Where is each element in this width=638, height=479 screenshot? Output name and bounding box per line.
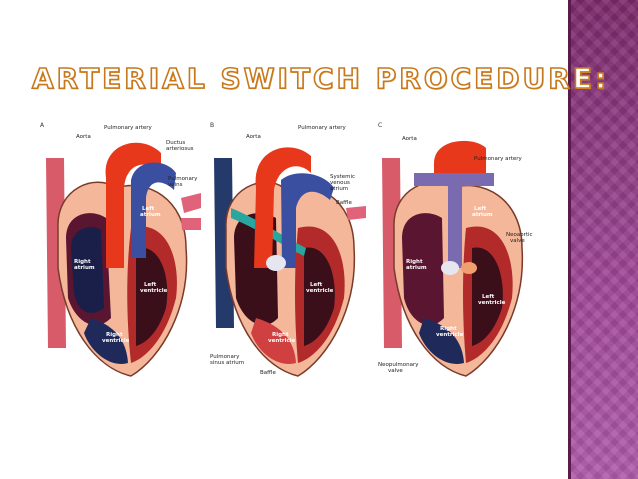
panel-letter-a: A bbox=[40, 122, 45, 129]
heart-panel-c: C Aorta Pulmonary artery Left atrium Neo… bbox=[374, 118, 544, 380]
label-venous: venous bbox=[330, 180, 350, 186]
label-left-ventricle-c2: ventricle bbox=[478, 300, 506, 306]
label-arteriosus: arteriosus bbox=[166, 146, 194, 152]
label-pulmonary-artery-b: Pulmonary artery bbox=[298, 125, 347, 131]
label-baffle-b: Baffle bbox=[336, 200, 352, 206]
heart-panel-b: B Aorta Pulmonary artery Systemic venous… bbox=[206, 118, 374, 380]
panel-letter-c: C bbox=[378, 122, 382, 129]
heart-panel-a: A Aorta Pulmonary artery Ductus arterios… bbox=[36, 118, 206, 380]
label-left-ventricle-1: Left bbox=[144, 282, 157, 288]
label-right-atrium-c2: atrium bbox=[406, 265, 427, 271]
label-left-atrium-1: Left bbox=[142, 206, 155, 212]
panel-letter-b: B bbox=[210, 122, 214, 129]
label-pulmonary-sinus-2: sinus atrium bbox=[210, 360, 244, 366]
label-neopulmonary-valve: valve bbox=[388, 368, 403, 374]
label-pulmonary-sinus-1: Pulmonary bbox=[210, 354, 240, 360]
label-pulmonary-artery-c: Pulmonary artery bbox=[474, 156, 523, 162]
label-left-ventricle-b2: ventricle bbox=[306, 288, 334, 294]
label-aorta-c: Aorta bbox=[402, 136, 417, 142]
label-right-atrium-2: atrium bbox=[74, 265, 95, 271]
label-right-ventricle-c2: ventricle bbox=[436, 332, 464, 338]
label-systemic: Systemic bbox=[330, 174, 355, 180]
label-pulmonary-veins-1: Pulmonary bbox=[168, 176, 198, 182]
label-left-ventricle-c1: Left bbox=[482, 294, 495, 300]
label-left-ventricle-2: ventricle bbox=[140, 288, 168, 294]
heart-diagram-figure: A Aorta Pulmonary artery Ductus arterios… bbox=[36, 118, 544, 380]
label-left-atrium-2: atrium bbox=[140, 212, 161, 218]
label-right-ventricle-b2: ventricle bbox=[268, 338, 296, 344]
label-left-ventricle-b1: Left bbox=[310, 282, 323, 288]
label-neoaortic: Neoaortic bbox=[506, 232, 533, 238]
label-aorta: Aorta bbox=[76, 134, 91, 140]
label-neopulmonary: Neopulmonary bbox=[378, 362, 419, 368]
label-right-ventricle-c1: Right bbox=[440, 326, 457, 332]
label-right-ventricle-1: Right bbox=[106, 332, 123, 338]
label-right-atrium-c1: Right bbox=[406, 259, 423, 265]
label-right-ventricle-2: ventricle bbox=[102, 338, 130, 344]
label-pulmonary-artery: Pulmonary artery bbox=[104, 125, 153, 131]
label-pulmonary-veins-2: veins bbox=[168, 182, 183, 188]
label-left-atrium-c1: Left bbox=[474, 206, 487, 212]
decorative-sidebar bbox=[568, 0, 638, 479]
label-systemic-atrium: atrium bbox=[330, 186, 348, 192]
label-right-ventricle-b1: Right bbox=[272, 332, 289, 338]
label-ductus: Ductus bbox=[166, 140, 185, 146]
slide-title: ARTERIAL SWITCH PROCEDURE: bbox=[31, 61, 610, 96]
label-left-atrium-c2: atrium bbox=[472, 212, 493, 218]
label-neoaortic-valve: valve bbox=[510, 238, 525, 244]
label-right-atrium-1: Right bbox=[74, 259, 91, 265]
label-baffle-b2: Baffle bbox=[260, 370, 276, 376]
label-aorta-b: Aorta bbox=[246, 134, 261, 140]
